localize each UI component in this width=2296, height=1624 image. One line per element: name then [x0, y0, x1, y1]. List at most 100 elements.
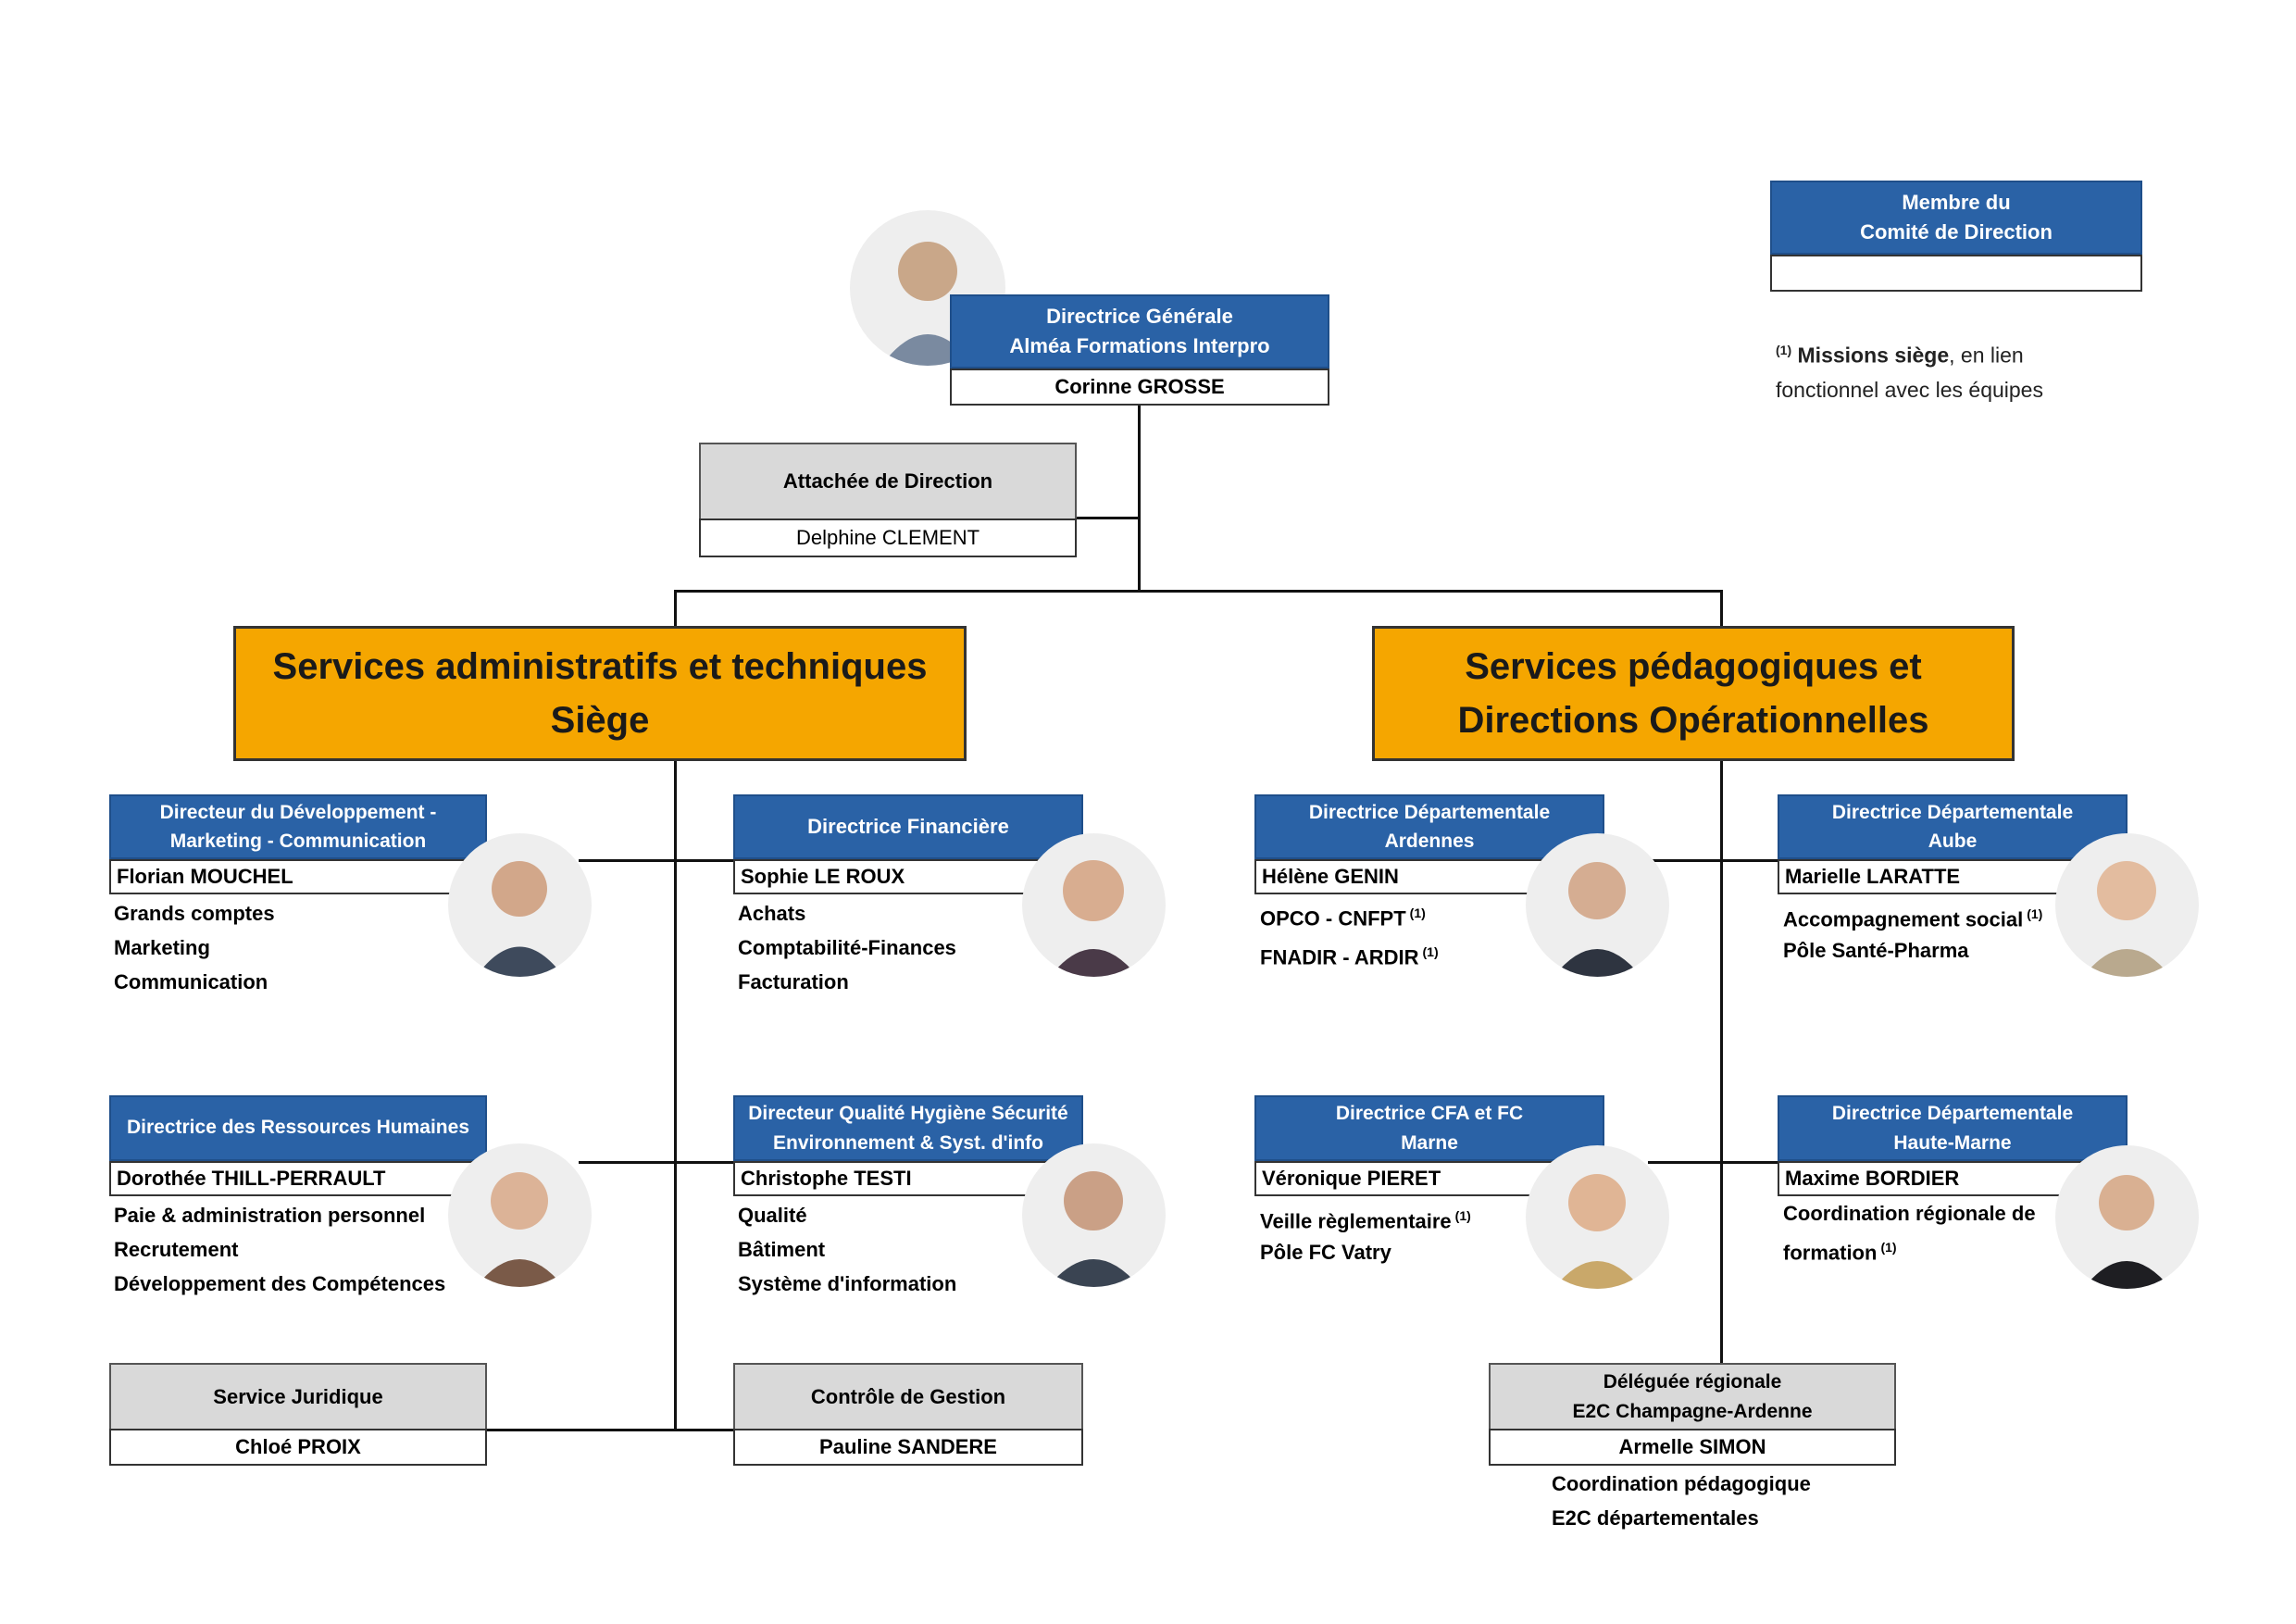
- ardennes-items: OPCO - CNFPT(1) FNADIR - ARDIR(1): [1260, 896, 1439, 975]
- person-icon: [1554, 862, 1641, 977]
- e2c-title-line1: Déléguée régionale: [1603, 1371, 1782, 1393]
- ceo-title-box: Directrice Générale Alméa Formations Int…: [950, 294, 1329, 369]
- legend-line2: Comité de Direction: [1860, 220, 2053, 244]
- ceo-name: Corinne GROSSE: [950, 369, 1329, 406]
- dev-item: Grands comptes: [114, 902, 275, 925]
- person-icon: [476, 861, 564, 977]
- line-right-row1: [1648, 859, 1782, 862]
- note-sup: (1): [1776, 343, 1792, 357]
- dev-title-line1: Directeur du Développement -: [159, 801, 437, 823]
- line-right-trunk: [1720, 759, 1723, 1366]
- e2c-title-line2: E2C Champagne-Ardenne: [1572, 1400, 1813, 1422]
- branch-left-line2: Siège: [550, 700, 650, 741]
- fin-name: Sophie LE ROUX: [733, 859, 1083, 894]
- e2c-name: Armelle SIMON: [1489, 1429, 1896, 1466]
- dev-title-line2: Marketing - Communication: [169, 831, 427, 852]
- rh-items: Paie & administration personnel Recrutem…: [114, 1198, 445, 1301]
- hautemarne-title-line1: Directrice Départementale: [1831, 1103, 2074, 1124]
- dev-item: Communication: [114, 970, 268, 993]
- qhse-title-line1: Directeur Qualité Hygiène Sécurité: [748, 1103, 1068, 1124]
- dev-name: Florian MOUCHEL: [109, 859, 487, 894]
- person-icon: [476, 1172, 564, 1287]
- ardennes-title-line1: Directrice Départementale: [1308, 801, 1551, 823]
- person-icon: [1554, 1174, 1641, 1289]
- qhse-title-box: Directeur Qualité Hygiène Sécurité Envir…: [733, 1095, 1083, 1161]
- dev-photo: [448, 833, 592, 977]
- aube-title-box: Directrice Départementale Aube: [1778, 794, 2128, 859]
- dev-items: Grands comptes Marketing Communication: [114, 896, 275, 999]
- aube-title-line2: Aube: [1928, 831, 1978, 852]
- dev-title-box: Directeur du Développement - Marketing -…: [109, 794, 487, 859]
- line-left-row2: [579, 1161, 736, 1164]
- person-icon: [1050, 860, 1138, 977]
- ardennes-item: FNADIR - ARDIR: [1260, 945, 1419, 969]
- note-rest: , en lien: [1949, 343, 2024, 368]
- hautemarne-item: formation: [1783, 1241, 1878, 1265]
- qhse-item: Qualité: [738, 1204, 807, 1227]
- line-branches-h: [674, 590, 1723, 593]
- marne-item: Veille règlementaire: [1260, 1209, 1452, 1233]
- dev-item: Marketing: [114, 936, 210, 959]
- qhse-item: Système d'information: [738, 1272, 957, 1295]
- line-right-branch-down: [1720, 590, 1723, 627]
- line-left-branch-down: [674, 590, 677, 627]
- marne-title-box: Directrice CFA et FC Marne: [1254, 1095, 1604, 1161]
- aube-item: Pôle Santé-Pharma: [1783, 939, 1969, 963]
- note-bold: Missions siège: [1797, 343, 1950, 368]
- ceo-title-line1: Directrice Générale: [1046, 305, 1233, 329]
- fin-item: Facturation: [738, 970, 849, 993]
- controle-title: Contrôle de Gestion: [733, 1363, 1083, 1429]
- branch-right: Services pédagogiques et Directions Opér…: [1372, 626, 2015, 761]
- branch-left: Services administratifs et techniques Si…: [233, 626, 967, 761]
- ardennes-sup: (1): [1409, 906, 1426, 920]
- hautemarne-item: Coordination régionale de: [1783, 1202, 2036, 1225]
- line-left-row3: [486, 1429, 736, 1431]
- hautemarne-title-box: Directrice Départementale Haute-Marne: [1778, 1095, 2128, 1161]
- marne-photo: [1526, 1145, 1669, 1289]
- e2c-item: Coordination pédagogique: [1552, 1472, 1811, 1495]
- juridique-title: Service Juridique: [109, 1363, 487, 1429]
- qhse-title-line2: Environnement & Syst. d'info: [772, 1131, 1044, 1154]
- branch-right-line2: Directions Opérationnelles: [1457, 700, 1929, 741]
- controle-name: Pauline SANDERE: [733, 1429, 1083, 1466]
- rh-item: Paie & administration personnel: [114, 1204, 426, 1227]
- branch-right-line1: Services pédagogiques et: [1465, 646, 1922, 687]
- legend-line1: Membre du: [1902, 191, 2011, 215]
- fin-photo: [1022, 833, 1166, 977]
- ardennes-title-line2: Ardennes: [1384, 831, 1475, 852]
- aube-sup: (1): [2027, 906, 2043, 921]
- rh-item: Développement des Compétences: [114, 1272, 446, 1295]
- e2c-item: E2C départementales: [1552, 1506, 1759, 1530]
- legend-white: [1770, 255, 2142, 292]
- marne-title-line2: Marne: [1401, 1131, 1458, 1154]
- hautemarne-title-line2: Haute-Marne: [1893, 1131, 2012, 1154]
- rh-title-box: Directrice des Ressources Humaines: [109, 1095, 487, 1161]
- line-assistant: [1076, 517, 1141, 519]
- e2c-items: Coordination pédagogique E2C département…: [1552, 1467, 1811, 1535]
- line-left-trunk: [674, 759, 677, 1430]
- marne-item: Pôle FC Vatry: [1260, 1241, 1391, 1265]
- juridique-name: Chloé PROIX: [109, 1429, 487, 1466]
- ardennes-item: OPCO - CNFPT: [1260, 906, 1406, 931]
- ardennes-photo: [1526, 833, 1669, 977]
- line-ceo-down: [1138, 406, 1141, 591]
- fin-item: Comptabilité-Finances: [738, 936, 956, 959]
- e2c-title: Déléguée régionale E2C Champagne-Ardenne: [1489, 1363, 1896, 1429]
- fin-title-box: Directrice Financière: [733, 794, 1083, 859]
- qhse-items: Qualité Bâtiment Système d'information: [738, 1198, 956, 1301]
- qhse-photo: [1022, 1143, 1166, 1287]
- rh-item: Recrutement: [114, 1238, 239, 1261]
- legend-box: Membre du Comité de Direction: [1770, 181, 2142, 255]
- aube-item: Accompagnement social: [1783, 907, 2024, 931]
- hautemarne-photo: [2055, 1145, 2199, 1289]
- hautemarne-items: Coordination régionale de formation(1): [1783, 1196, 2036, 1269]
- ardennes-title-box: Directrice Départementale Ardennes: [1254, 794, 1604, 859]
- hautemarne-sup: (1): [1880, 1240, 1897, 1255]
- person-icon: [2083, 1175, 2171, 1289]
- note-line2: fonctionnel avec les équipes: [1776, 377, 2043, 402]
- fin-items: Achats Comptabilité-Finances Facturation: [738, 896, 956, 999]
- legend-note: (1) Missions siège, en lien fonctionnel …: [1776, 333, 2220, 407]
- aube-items: Accompagnement social(1) Pôle Santé-Phar…: [1783, 898, 2042, 967]
- aube-title-line1: Directrice Départementale: [1831, 801, 2074, 823]
- aube-photo: [2055, 833, 2199, 977]
